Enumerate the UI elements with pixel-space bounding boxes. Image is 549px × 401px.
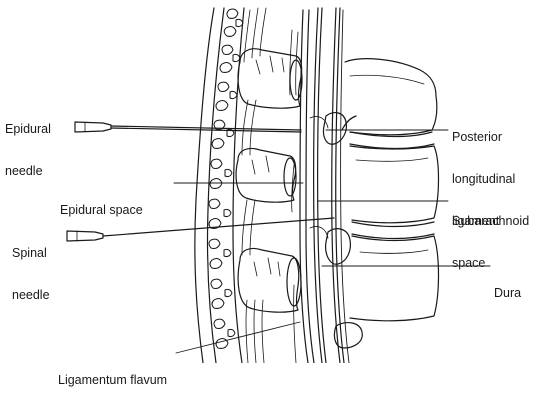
label-epidural-needle: Epidural needle [5,94,51,192]
spinal-anatomy-diagram: Epidural needle Posterior longitudinal l… [0,0,549,363]
vertebral-body-1 [342,59,437,135]
posterior-longitudinal-ligament [341,10,349,363]
dura-mater [314,8,326,363]
ligamentum-flavum [300,10,314,363]
back-skin-outline [195,8,224,363]
muscle-fibers [242,8,298,363]
spinous-process-2 [236,148,296,202]
label-spinal-needle: Spinal needle [12,218,50,316]
spinous-process-1 [238,49,302,108]
vertebral-body-2 [350,146,439,223]
label-dura: Dura [494,258,521,314]
intervertebral-disc-2 [352,222,434,239]
vertebral-body-3 [350,236,439,321]
label-ligamentum-flavum: Ligamentum flavum [58,345,167,401]
epidural-needle-drawing [75,122,301,132]
label-epidural-space: Epidural space [60,175,143,231]
spinous-process-3 [238,248,301,312]
fat-lobules [209,9,243,348]
